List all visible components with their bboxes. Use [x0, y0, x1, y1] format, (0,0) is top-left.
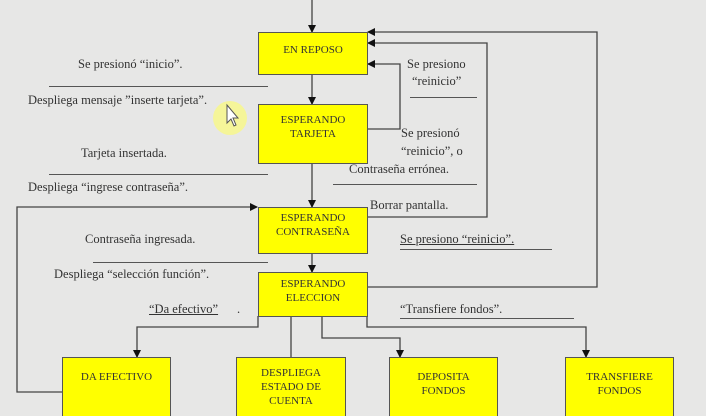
arrow-to-transfiere — [366, 316, 590, 358]
label-da-efectivo: “Da efectivo” — [149, 302, 219, 316]
divider — [49, 86, 268, 87]
label-da-efectivo-dot: . — [237, 302, 241, 316]
state-en-reposo: EN REPOSO — [258, 32, 368, 75]
label-reinicio1-l1: Se presiono — [407, 57, 466, 71]
label-reinicio1-l2: “reinicio” — [412, 74, 462, 88]
label-reinicio2-l3: Contraseña errónea. — [349, 162, 449, 176]
label-inicio-event: Se presionó “inicio”. — [78, 57, 183, 71]
state-deposita-fondos: DEPOSITA FONDOS — [389, 357, 498, 416]
arrow-tarjeta-reposo — [367, 60, 401, 130]
state-esperando-contrasena: ESPERANDO CONTRASEÑA — [258, 207, 368, 254]
label-transfiere: “Transfiere fondos”. — [400, 302, 503, 316]
divider — [93, 262, 268, 263]
arrow-eleccion-reposo — [367, 28, 598, 288]
arrow-to-deposita — [321, 316, 404, 358]
divider — [49, 174, 268, 175]
divider — [400, 249, 552, 250]
label-reinicio2-l1: Se presionó — [401, 126, 460, 140]
mouse-cursor-icon — [213, 101, 247, 135]
state-transfiere-fondos: TRANSFIERE FONDOS — [565, 357, 674, 416]
label-reinicio3: Se presiono “reinicio”. — [400, 232, 515, 246]
arrow-to-da-efectivo — [133, 316, 259, 358]
state-esperando-eleccion: ESPERANDO ELECCION — [258, 272, 368, 317]
divider — [400, 318, 574, 319]
label-borrar: Borrar pantalla. — [370, 198, 449, 212]
label-contrasena-event: Contraseña ingresada. — [85, 232, 196, 246]
label-reinicio2-l2: “reinicio”, o — [401, 144, 463, 158]
label-contrasena-action: Despliega “selección función”. — [54, 267, 210, 281]
state-esperando-tarjeta: ESPERANDO TARJETA — [258, 104, 368, 164]
divider — [410, 97, 477, 98]
arrow-efectivo-contrasena — [16, 203, 258, 393]
label-tarjeta-action: Despliega “ingrese contraseña”. — [28, 180, 188, 194]
label-tarjeta-event: Tarjeta insertada. — [81, 146, 167, 160]
state-da-efectivo: DA EFECTIVO — [62, 357, 171, 416]
arrow-contrasena-reposo — [367, 39, 488, 218]
label-inicio-action: Despliega mensaje ”inserte tarjeta”. — [28, 93, 208, 107]
divider — [333, 184, 477, 185]
state-despliega-estado: DESPLIEGA ESTADO DE CUENTA — [236, 357, 346, 416]
